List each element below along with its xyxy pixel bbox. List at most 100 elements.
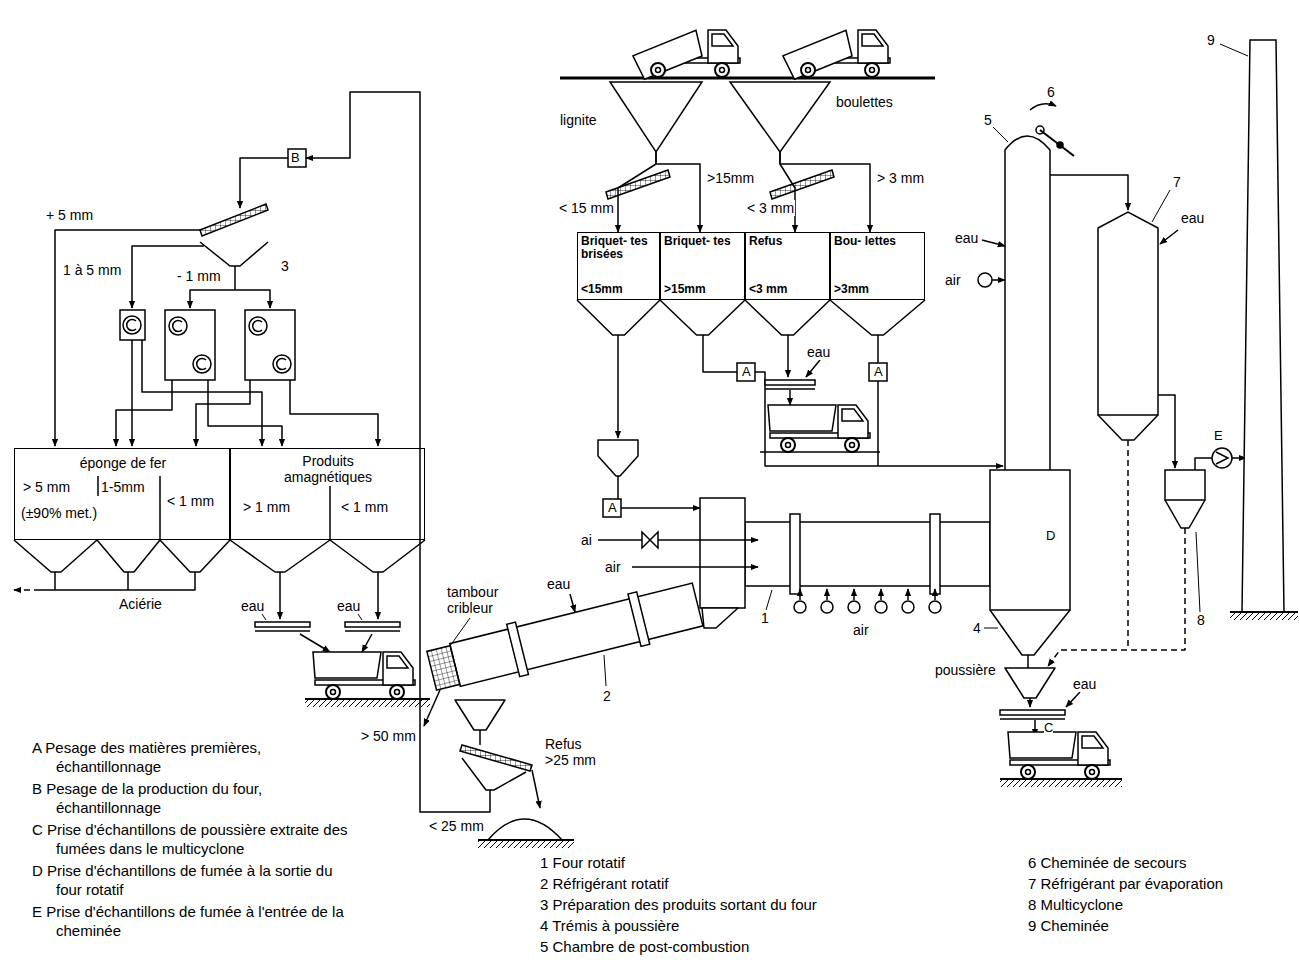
bin-funnel <box>330 540 425 572</box>
rotary-kiln <box>745 522 990 586</box>
callout-number: 1 <box>760 610 770 626</box>
multicyclone <box>1165 470 1205 500</box>
discharge-chute <box>702 608 738 628</box>
leader-line <box>450 618 470 646</box>
feed-hopper <box>598 440 638 476</box>
screen <box>606 170 670 199</box>
connector <box>780 152 870 232</box>
weighing-station <box>869 363 887 381</box>
flow-line <box>806 360 820 377</box>
weighing-station <box>737 363 755 381</box>
flow-line <box>208 380 282 446</box>
leader-line <box>984 628 998 629</box>
truck-wheel <box>326 685 340 699</box>
dust-hopper <box>990 470 1070 610</box>
truck-cab <box>383 652 413 685</box>
air-fan <box>848 601 860 613</box>
flow-line <box>362 634 372 652</box>
station-letter: C <box>1044 720 1053 736</box>
air-fan <box>794 601 806 613</box>
flow-line <box>632 566 758 568</box>
magnetic-drum-mark <box>197 359 206 370</box>
water-label: eau <box>806 344 831 360</box>
ground-hatch <box>305 699 430 707</box>
water-label: eau <box>1180 210 1205 226</box>
truck-hub <box>1026 770 1031 775</box>
legend-entry: E Prise d'échantillons de fumée à l'entr… <box>32 902 362 940</box>
legend-entry: C Prise d'échantillons de poussière extr… <box>32 820 362 858</box>
bin-funnel <box>160 540 230 572</box>
flow-line <box>1027 655 1029 668</box>
truck-window <box>712 34 733 46</box>
truck-hub <box>786 443 791 448</box>
node-title: Produits amagnétiques <box>268 453 388 485</box>
flow-line <box>290 380 378 446</box>
truck-hub <box>720 68 725 73</box>
screen-funnel <box>462 758 526 790</box>
truck-cab <box>838 405 868 438</box>
water-conveyor <box>1000 718 1065 720</box>
flow-line <box>54 572 56 590</box>
size-label: < 25 mm <box>428 818 485 834</box>
flow-line <box>787 335 789 377</box>
callout-number: 9 <box>1206 32 1216 48</box>
ground-line <box>1230 611 1298 613</box>
ground-line <box>305 698 430 700</box>
storage-bin: Produits amagnétiques> 1 mm< 1 mm <box>230 448 425 540</box>
truck-hub <box>850 443 855 448</box>
truck-window <box>862 34 883 46</box>
evaporative-cooler-cone <box>1098 415 1158 440</box>
flow-line <box>934 589 936 600</box>
size-label: >15mm <box>706 170 755 186</box>
flow-line <box>1050 175 1128 210</box>
leader-line <box>992 126 1008 142</box>
bin-funnel <box>14 540 97 572</box>
truck-wheel <box>715 63 729 77</box>
size-label: < 15 mm <box>558 200 615 216</box>
flow-line <box>377 572 379 619</box>
truck-cab <box>708 30 738 63</box>
hopper: boulettes <box>730 82 920 152</box>
truck <box>633 30 740 80</box>
water-label: eau <box>954 230 979 246</box>
water-label: eau <box>1072 676 1097 692</box>
truck <box>783 30 890 80</box>
truck-window <box>387 656 408 668</box>
flow-line <box>532 770 540 808</box>
key-entry: 1 Four rotatif <box>540 852 625 873</box>
material-label: poussière <box>934 662 997 678</box>
water-conveyor <box>345 622 400 627</box>
flow-line <box>306 92 490 812</box>
weighing-station <box>288 149 306 167</box>
magnetic-drum <box>249 317 267 335</box>
truck-wheel <box>651 63 665 77</box>
node-text: (±90% met.) <box>21 505 97 521</box>
flow-line <box>826 589 828 600</box>
evaporative-cooler <box>1098 212 1158 415</box>
ground-hatch <box>1000 779 1122 787</box>
truck-hub <box>870 68 875 73</box>
flow-line <box>127 572 129 590</box>
leader-line <box>766 590 772 610</box>
bin-divider <box>159 476 161 540</box>
ground-line <box>760 451 880 453</box>
truck-hub <box>331 690 336 695</box>
key-entry: 4 Trémis à poussière <box>540 915 679 936</box>
bin-funnel <box>745 300 830 335</box>
bin-divider <box>329 486 331 540</box>
flow-line <box>907 589 909 600</box>
node-text: > 5 mm <box>23 479 70 495</box>
connector <box>656 152 700 232</box>
station-letter: D <box>1046 528 1055 544</box>
truck-hub <box>1090 770 1095 775</box>
leader-line <box>1152 190 1170 222</box>
ground-line <box>1000 778 1122 780</box>
dust-hopper-cone <box>990 610 1070 655</box>
equipment-label: tambour cribleur <box>446 584 518 616</box>
node-text: > 1 mm <box>243 499 290 515</box>
exhaust-fan <box>1212 448 1232 468</box>
magnetic-separator <box>120 310 145 340</box>
flow-line <box>755 372 1003 466</box>
magnetic-drum <box>193 355 211 373</box>
